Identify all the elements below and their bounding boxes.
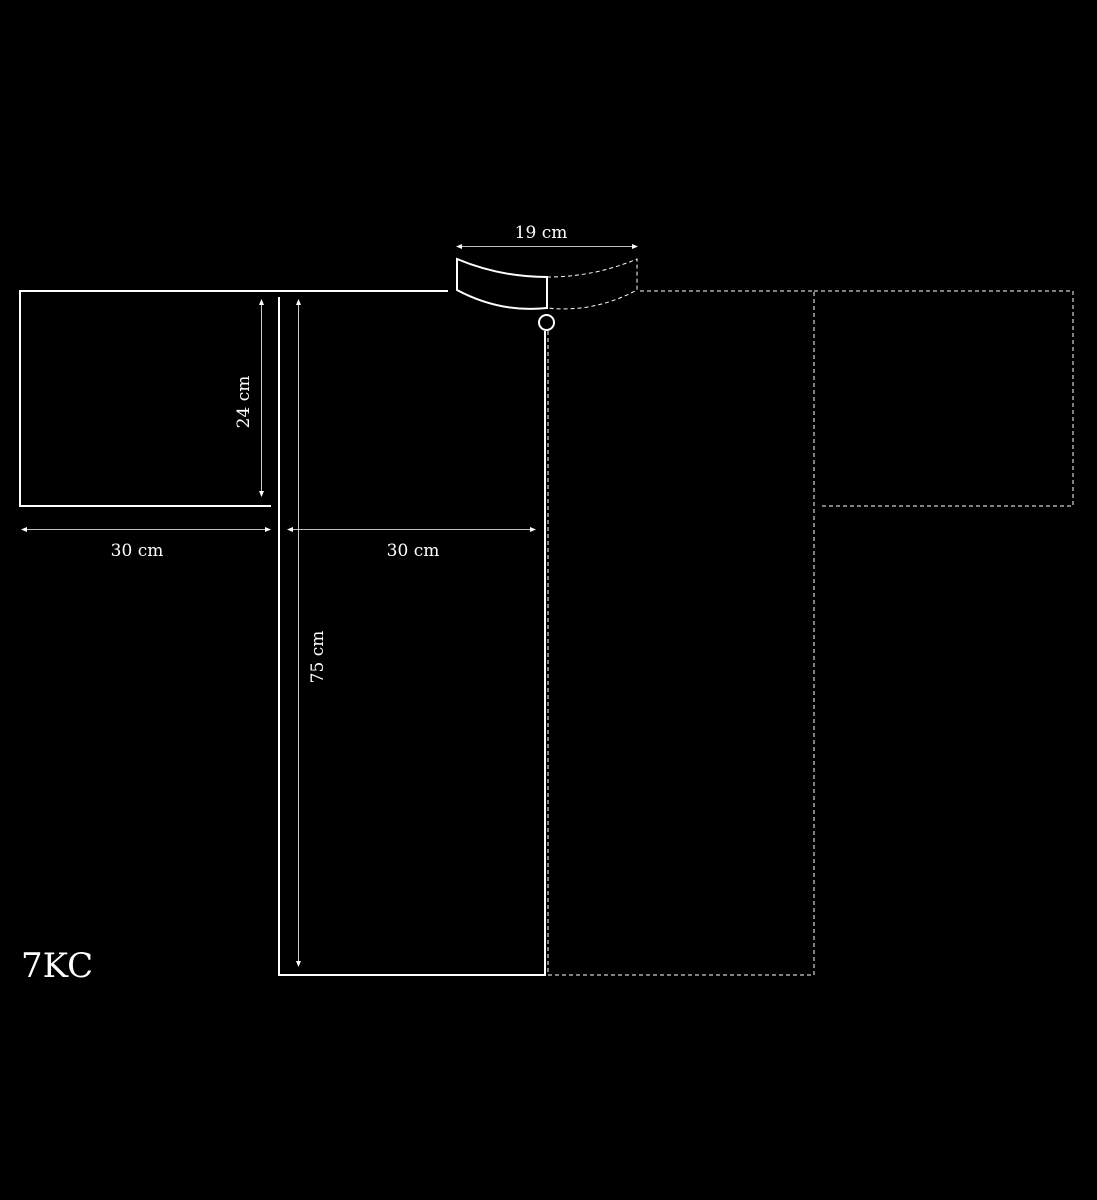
sleeve-height-dimension: 24 cm <box>234 299 264 497</box>
body-length-dimension: 75 cm <box>296 299 328 967</box>
left-body-panel-outline <box>278 297 546 976</box>
sleeve-length-dimension: 30 cm <box>21 527 271 561</box>
left-sleeve-outline <box>19 290 448 507</box>
sleeve-height-label: 24 cm <box>234 376 254 429</box>
button-icon <box>538 314 555 331</box>
collar-width-dimension: 19 cm <box>456 223 638 249</box>
collar-right-half <box>546 258 638 310</box>
body-length-label: 75 cm <box>308 631 328 684</box>
collar-width-label: 19 cm <box>515 223 568 243</box>
body-width-dimension: 30 cm <box>287 527 536 561</box>
collar-left-half <box>456 257 548 310</box>
brand-logo: 7KC <box>21 946 93 986</box>
right-sleeve-outline <box>814 290 1074 507</box>
sleeve-length-label: 30 cm <box>111 541 164 561</box>
right-body-panel-outline <box>547 290 815 976</box>
body-width-label: 30 cm <box>387 541 440 561</box>
